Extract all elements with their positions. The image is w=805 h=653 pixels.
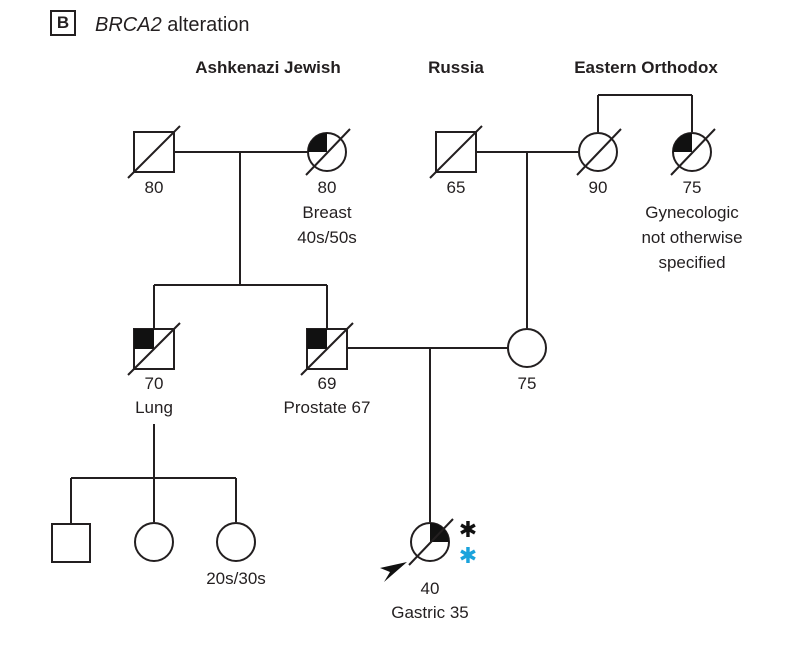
asterisk-marker-black-icon: ✱ — [458, 517, 478, 542]
gene-name: BRCA2 — [95, 14, 162, 36]
male-symbol-cousin-1 — [51, 523, 91, 563]
age-label-great-aunt: 75 — [682, 178, 702, 197]
age-label-proband: 40 — [420, 579, 440, 598]
proband-arrow-icon — [380, 562, 407, 582]
age-label-uncle: 70 — [144, 374, 164, 393]
condition-label-paternal-grandmother: Breast — [302, 203, 352, 222]
condition-label-father: Prostate 67 — [283, 398, 371, 417]
female-symbol-paternal-grandmother-affected — [305, 128, 351, 176]
panel-title: BRCA2 alteration — [95, 14, 250, 37]
age-label-paternal-grandfather: 80 — [144, 178, 164, 197]
female-symbol-cousin-3 — [216, 522, 256, 562]
female-symbol-cousin-2 — [134, 522, 174, 562]
male-symbol-father-affected — [300, 322, 354, 376]
female-symbol-proband-affected — [408, 518, 454, 566]
asterisk-marker-blue-icon: ✱ — [458, 543, 478, 568]
condition-detail-line-1-great-aunt: not otherwise — [641, 228, 743, 247]
group-label-russia: Russia — [428, 58, 484, 77]
age-label-maternal-grandfather: 65 — [446, 178, 466, 197]
age-label-mother: 75 — [517, 374, 537, 393]
age-label-paternal-grandmother: 80 — [317, 178, 337, 197]
female-symbol-great-aunt-affected — [670, 128, 716, 176]
age-label-maternal-grandmother: 90 — [588, 178, 608, 197]
condition-label-great-aunt: Gynecologic — [645, 203, 739, 222]
male-symbol-uncle-affected — [127, 322, 181, 376]
condition-detail-line-2-great-aunt: specified — [658, 253, 726, 272]
male-symbol-maternal-grandfather — [429, 125, 483, 179]
age-label-father: 69 — [317, 374, 337, 393]
group-label-eastern-orthodox: Eastern Orthodox — [574, 58, 718, 77]
condition-label-uncle: Lung — [135, 398, 173, 417]
panel-letter-box: B — [50, 10, 76, 36]
age-range-label-cousin-3: 20s/30s — [206, 569, 266, 588]
relationship-lines — [70, 94, 693, 524]
condition-label-proband: Gastric 35 — [391, 603, 469, 622]
female-symbol-mother — [507, 328, 547, 368]
male-symbol-paternal-grandfather — [127, 125, 181, 179]
group-label-ashkenazi: Ashkenazi Jewish — [195, 58, 341, 77]
title-suffix: alteration — [161, 14, 250, 36]
onset-label-paternal-grandmother: 40s/50s — [297, 228, 357, 247]
female-symbol-maternal-grandmother — [576, 128, 622, 176]
